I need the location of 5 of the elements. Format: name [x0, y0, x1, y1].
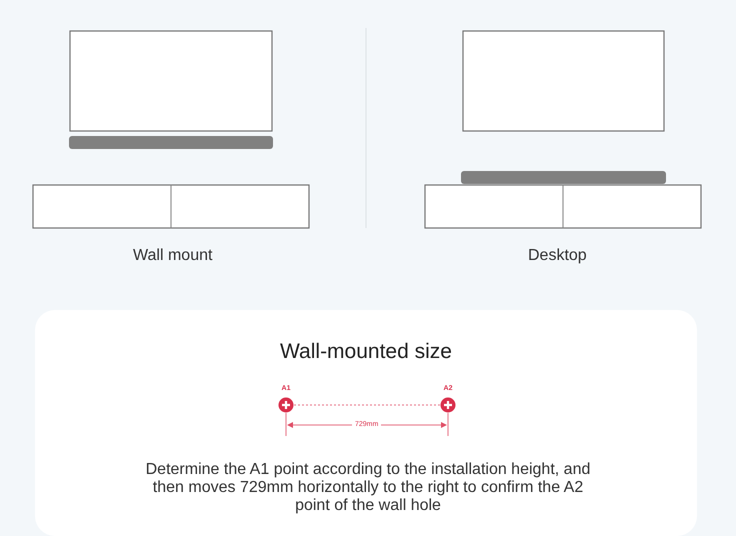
instruction-text: Determine the A1 point according to the installation height, and then moves 729mm horizontally to the right to confirm the A2 point of the wall hole: [144, 461, 592, 515]
caption: Desktop: [528, 247, 587, 265]
dotted-line: [294, 404, 440, 406]
caption: Wall mount: [133, 247, 212, 265]
heading: Wall-mounted size: [279, 340, 453, 364]
